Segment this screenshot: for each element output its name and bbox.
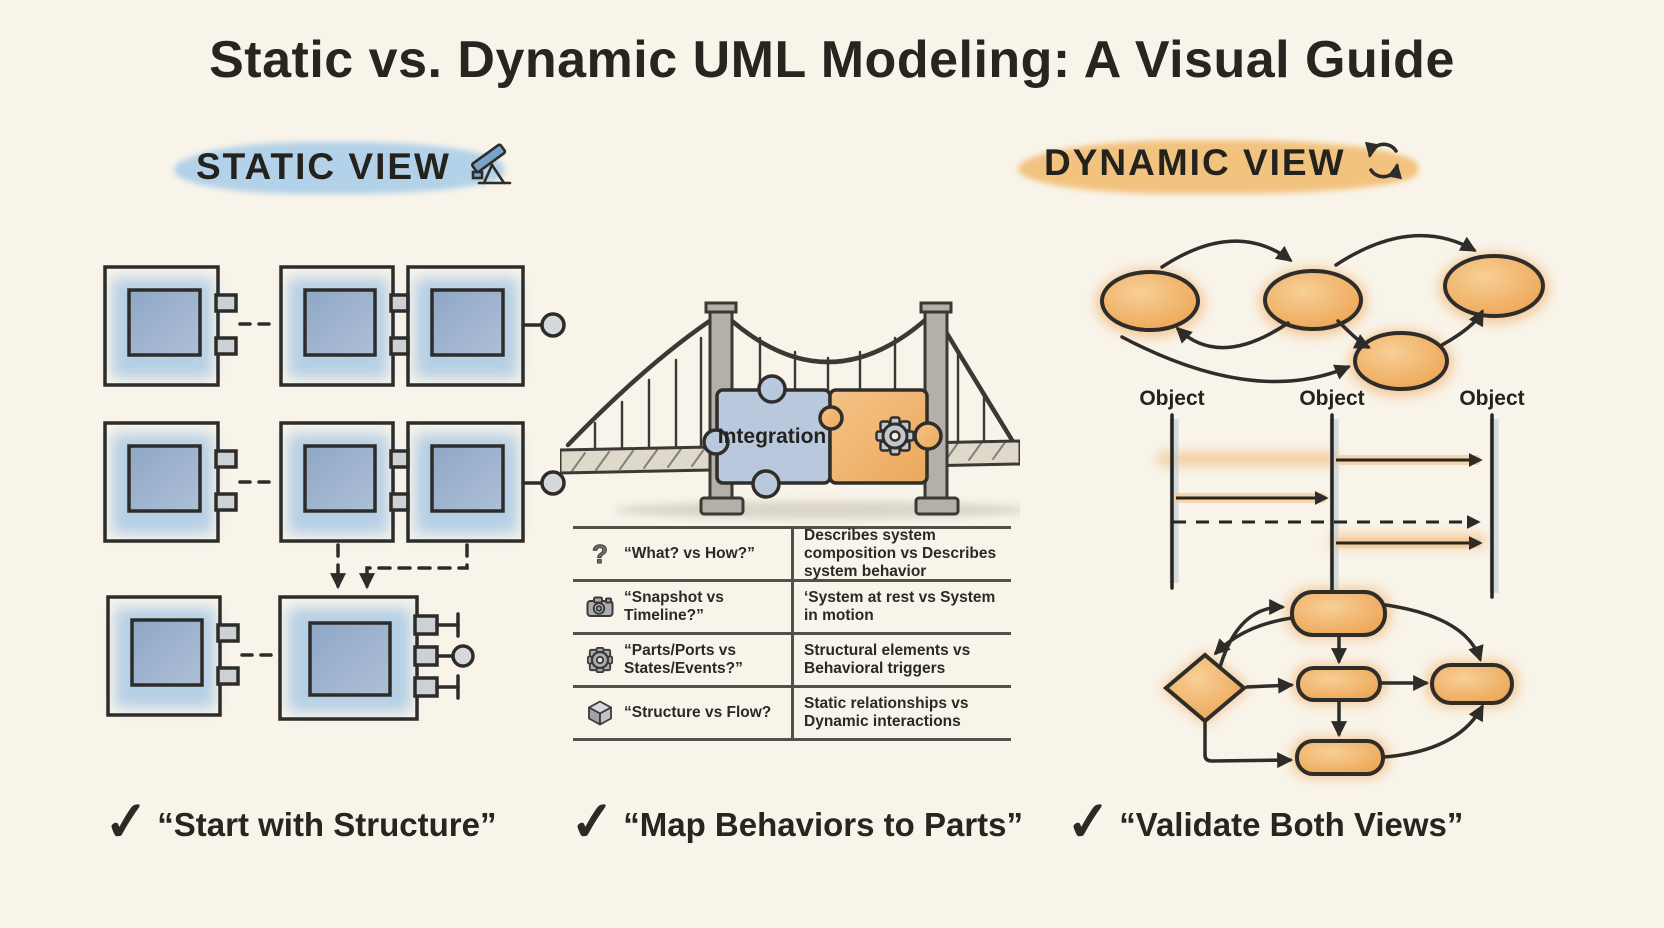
integration-bridge: Integration xyxy=(560,301,1020,519)
table-row: ? “What? vs How?” Describes system compo… xyxy=(573,527,1011,581)
table-row: “Structure vs Flow? Static relationships… xyxy=(573,685,1011,738)
transition-arrows xyxy=(1120,233,1484,384)
table-row: “Snapshot vs Timeline?” ‘System at rest … xyxy=(573,579,1011,632)
dynamic-section-heading: DYNAMIC VIEW xyxy=(1018,134,1418,194)
static-section-heading: STATIC VIEW xyxy=(174,138,515,196)
question-text: “Parts/Ports vs States/Events?” xyxy=(624,641,743,677)
socket-interface xyxy=(435,674,460,700)
lifeline-wash xyxy=(1169,419,1499,597)
component-diagram xyxy=(103,265,566,721)
uml-component xyxy=(279,421,410,543)
gear-icon xyxy=(875,416,915,456)
activity-arrows xyxy=(1203,598,1484,769)
lollipop-interface xyxy=(435,644,475,668)
question-cell: “Parts/Ports vs States/Events?” xyxy=(573,635,791,685)
question-mark-icon: ? xyxy=(592,538,609,569)
sequence-diagram: Object Object Object xyxy=(1139,387,1525,602)
check-icon: ✓ xyxy=(101,790,152,854)
dynamic-diagrams: Object Object Object xyxy=(1096,233,1549,778)
bridge-cable xyxy=(565,311,723,448)
static-highlight-blob xyxy=(174,142,504,194)
uml-component xyxy=(106,595,240,717)
dependency-arrow xyxy=(358,543,469,590)
question-cell: “Structure vs Flow? xyxy=(573,688,791,738)
message-wash xyxy=(1173,455,1481,548)
question-text: “Snapshot vs Timeline?” xyxy=(624,588,724,624)
activity-node xyxy=(1295,739,1385,776)
comparison-table: ? “What? vs How?” Describes system compo… xyxy=(573,526,1011,741)
takeaway-item: ✓ “Start with Structure” xyxy=(101,790,497,854)
activity-diagram xyxy=(1162,590,1514,776)
uml-component xyxy=(103,265,238,387)
question-cell: ? “What? vs How?” xyxy=(573,529,791,579)
check-icon: ✓ xyxy=(567,790,618,854)
integration-label: Integration xyxy=(718,425,827,448)
uml-component xyxy=(279,265,410,387)
lollipop-interface xyxy=(521,470,566,496)
takeaway-text: “Start with Structure” xyxy=(157,806,497,843)
question-text: “What? vs How?” xyxy=(624,544,755,562)
answer-cell: ‘System at rest vs System in motion xyxy=(791,582,1011,632)
gear-icon xyxy=(585,647,615,673)
telescope-icon xyxy=(465,142,515,193)
uml-component xyxy=(103,421,238,543)
state-node xyxy=(1263,269,1363,331)
cycle-arrows-icon xyxy=(1360,139,1408,188)
lifelines xyxy=(1170,413,1494,602)
puzzle-piece-static xyxy=(702,374,832,499)
bridge-cable xyxy=(719,309,937,365)
takeaway-text: “Validate Both Views” xyxy=(1119,806,1464,843)
answer-cell: Static relationships vs Dynamic interact… xyxy=(791,688,1011,738)
activity-node xyxy=(1296,666,1382,702)
takeaway-item: ✓ “Validate Both Views” xyxy=(1063,790,1464,854)
page-title: Static vs. Dynamic UML Modeling: A Visua… xyxy=(209,31,1455,89)
check-icon: ✓ xyxy=(1063,790,1114,854)
question-cell: “Snapshot vs Timeline?” xyxy=(573,582,791,632)
state-node xyxy=(1353,331,1449,391)
dynamic-highlight-blob xyxy=(1018,140,1418,194)
socket-interface xyxy=(435,612,460,638)
lollipop-interface xyxy=(521,312,566,338)
camera-icon xyxy=(585,596,615,618)
decision-diamond xyxy=(1162,652,1248,724)
state-diagram xyxy=(1100,233,1545,391)
answer-cell: Structural elements vs Behavioral trigge… xyxy=(791,635,1011,685)
answer-cell: Describes system composition vs Describe… xyxy=(791,527,1011,580)
takeaway-item: ✓ “Map Behaviors to Parts” xyxy=(567,790,1024,854)
message-arrows xyxy=(1173,453,1483,550)
uml-component xyxy=(406,265,525,387)
takeaway-text: “Map Behaviors to Parts” xyxy=(623,806,1024,843)
dynamic-section-label: DYNAMIC VIEW xyxy=(1044,142,1346,183)
state-node xyxy=(1443,254,1545,318)
uml-component xyxy=(406,421,525,543)
object-label: Object xyxy=(1299,387,1364,410)
object-label: Object xyxy=(1459,387,1524,410)
static-section-label: STATIC VIEW xyxy=(196,146,451,187)
cube-icon xyxy=(585,700,615,726)
bridge-suspenders xyxy=(593,336,986,457)
activity-node xyxy=(1430,663,1514,705)
question-text: “Structure vs Flow? xyxy=(624,703,772,721)
object-label: Object xyxy=(1139,387,1204,410)
activity-node xyxy=(1290,590,1387,637)
table-row: “Parts/Ports vs States/Events?” Structur… xyxy=(573,632,1011,685)
state-node xyxy=(1100,270,1200,332)
